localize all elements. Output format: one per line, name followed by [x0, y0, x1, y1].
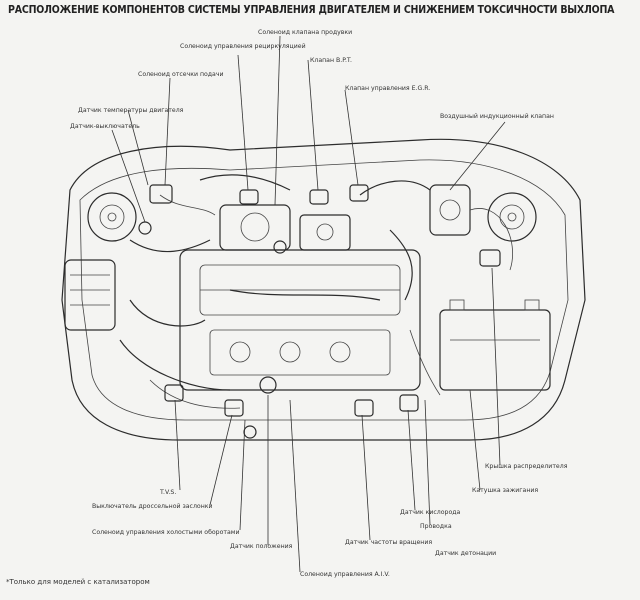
- footnote: *Только для моделей с катализатором: [6, 578, 150, 586]
- hoses: [119, 174, 441, 409]
- label-speed-sensor: Датчик положения: [230, 543, 293, 550]
- label-ignition-coil: Катушка зажигания: [472, 487, 538, 494]
- label-vacuum-switch: Соленоид отсечки подачи: [138, 71, 224, 78]
- components: [138, 184, 501, 439]
- front-panel: [64, 259, 116, 331]
- label-cylinder-cap: Крышка распределителя: [485, 463, 568, 470]
- engine-bay-outline: [61, 138, 586, 441]
- engine-block: [179, 249, 421, 394]
- label-oxygen-sensor: Датчик кислорода: [400, 509, 461, 516]
- label-bpt-valve: Клапан B.P.T.: [310, 57, 352, 64]
- label-injector-sensor: Датчик детонации: [435, 550, 496, 557]
- label-tvs: T.V.S.: [159, 489, 176, 496]
- label-coolant-sensor: Датчик-выключатель: [70, 123, 140, 130]
- label-rpm-solenoid: Соленоид управления холостыми оборотами: [92, 528, 239, 536]
- diagram-title: РАСПОЛОЖЕНИЕ КОМПОНЕНТОВ СИСТЕМЫ УПРАВЛЕ…: [8, 4, 615, 16]
- throttle-body: [219, 204, 351, 251]
- leader-lines: [111, 35, 506, 573]
- label-throttle-switch: Выключатель дроссельной заслонки: [92, 502, 213, 510]
- label-wiring: Проводка: [420, 523, 452, 530]
- label-idle-sensor: Датчик частоты вращения: [345, 539, 432, 546]
- air-induction-unit: [429, 184, 513, 271]
- label-vapor-solenoid: Соленоид управления рециркуляцией: [180, 42, 306, 50]
- label-temp-sensor: Датчик температуры двигателя: [78, 107, 184, 114]
- left-strut-tower: [87, 192, 137, 242]
- right-strut-tower: [487, 192, 537, 242]
- label-air-valve: Воздушный индукционный клапан: [440, 112, 554, 120]
- label-aiv-solenoid: Соленоид управления A.I.V.: [300, 571, 390, 578]
- label-egr-valve: Клапан управления E.G.R.: [345, 85, 430, 92]
- label-purge-valve: Соленоид клапана продувки: [258, 29, 352, 36]
